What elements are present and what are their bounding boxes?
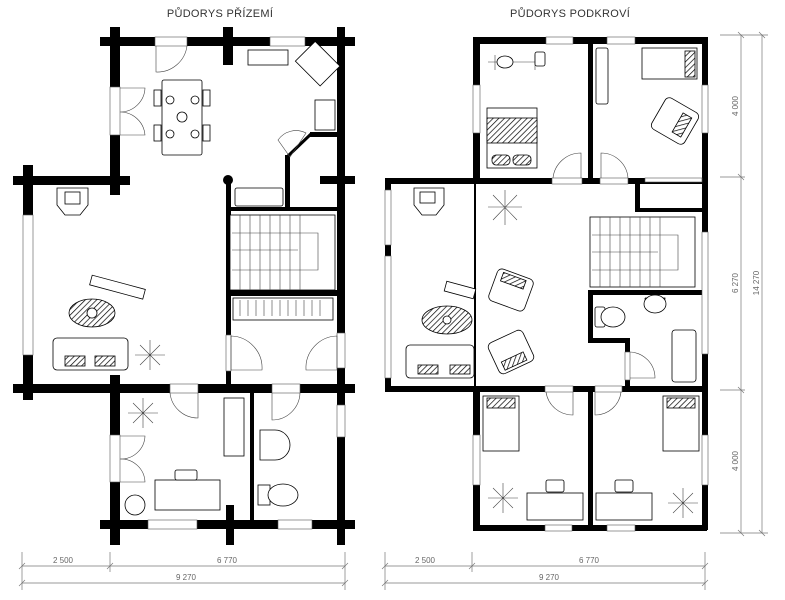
desk: [154, 479, 221, 511]
plant: [488, 483, 518, 513]
kitchen-sink: [247, 49, 289, 66]
dimension-label: 9 270: [539, 573, 560, 582]
dressing-table: [496, 55, 514, 69]
dimension-label: 6 770: [217, 556, 238, 565]
plant: [668, 488, 698, 518]
armchair: [487, 329, 535, 375]
wardrobe: [232, 297, 334, 321]
dimension-label: 6 770: [579, 556, 600, 565]
dimension-label: 4 000: [731, 95, 740, 116]
attic-floor-title: PŮDORYS PODKROVÍ: [510, 7, 631, 20]
ground-floor-dimensions: 2 500 6 770 9 270: [18, 552, 349, 590]
dimension-label: 4 000: [731, 450, 740, 471]
chair: [545, 479, 565, 493]
desk: [526, 492, 584, 521]
wardrobe: [595, 47, 609, 105]
fridge: [314, 99, 336, 131]
attic-floor-plan: [384, 36, 709, 532]
tv-stand: [89, 274, 146, 300]
plant: [488, 190, 522, 225]
ground-floor-title: PŮDORYS PŘÍZEMÍ: [167, 7, 274, 20]
sofa: [52, 337, 129, 371]
chair: [174, 469, 198, 481]
tv-stand: [443, 280, 477, 300]
toilet: [267, 483, 299, 507]
washbasin: [259, 429, 291, 461]
dimension-label: 6 270: [731, 272, 740, 293]
attic-openings: [384, 36, 709, 532]
ground-floor-plan: [13, 27, 355, 545]
plant: [128, 398, 158, 428]
desk: [595, 492, 653, 521]
dimension-label: 9 270: [176, 573, 197, 582]
staircase: [589, 216, 696, 288]
bathtub: [671, 329, 697, 383]
dimension-label: 14 270: [752, 270, 761, 295]
plant: [135, 340, 165, 370]
attic-furniture: [405, 47, 700, 521]
ground-floor-openings: [22, 36, 346, 530]
dimension-label: 2 500: [415, 556, 436, 565]
attic-dimensions: 2 500 6 770 9 270: [381, 552, 709, 590]
chair: [614, 479, 634, 493]
ground-floor-furniture: [52, 40, 341, 516]
toilet: [600, 306, 626, 328]
staircase: [229, 214, 336, 291]
vertical-dimensions: 4 000 6 270 4 000 14 270: [720, 31, 768, 537]
stove: [294, 40, 341, 87]
dimension-label: 2 500: [53, 556, 74, 565]
plant-pot: [124, 494, 146, 516]
wardrobe: [234, 187, 284, 207]
shelf: [223, 397, 245, 457]
armchair: [488, 268, 534, 312]
armchair: [650, 97, 700, 145]
